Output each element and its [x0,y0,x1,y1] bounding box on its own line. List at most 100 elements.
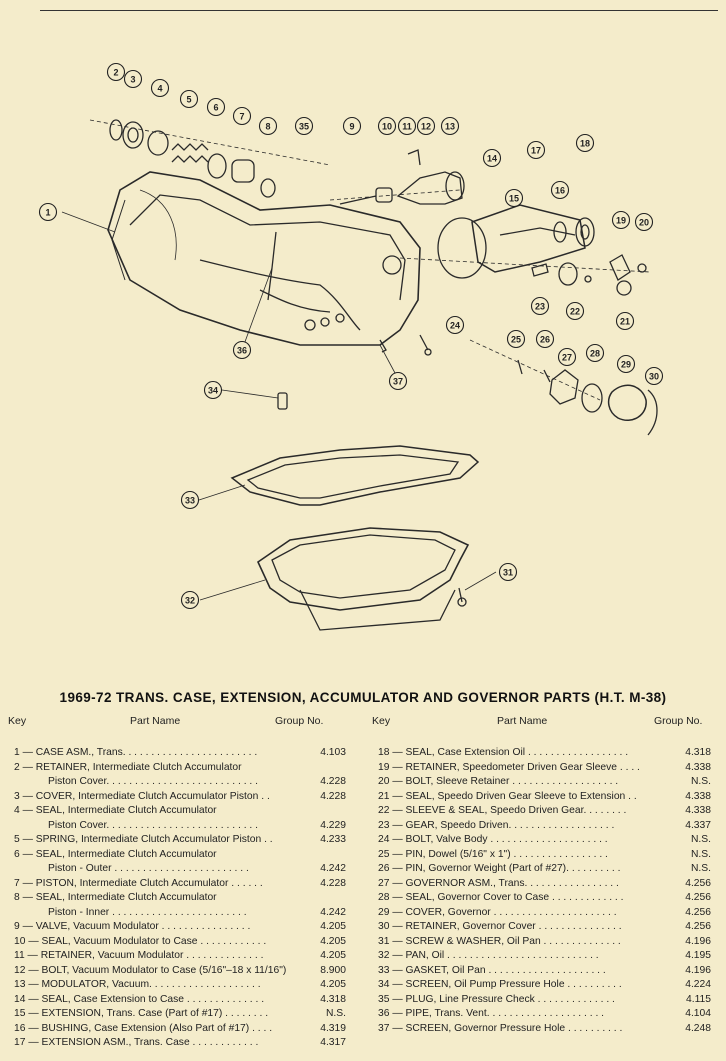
part-name: Piston Cover. . . . . . . . . . . . . . … [48,819,259,831]
part-name: 25 — PIN, Dowel (5/16" x 1") . . . . . .… [378,848,608,860]
table-row: Piston - Outer . . . . . . . . . . . . .… [14,862,346,877]
group-number: 4.256 [685,892,711,903]
svg-text:5: 5 [186,95,191,105]
part-name: 29 — COVER, Governor . . . . . . . . . .… [378,906,617,918]
table-row: 2 — RETAINER, Intermediate Clutch Accumu… [14,761,346,776]
table-row: 7 — PISTON, Intermediate Clutch Accumula… [14,877,346,892]
table-row: 16 — BUSHING, Case Extension (Also Part … [14,1022,346,1037]
svg-text:35: 35 [299,122,309,132]
callout-35: 35 [294,116,314,136]
part-name: 19 — RETAINER, Speedometer Driven Gear S… [378,761,640,773]
part-name: 17 — EXTENSION ASM., Trans. Case . . . .… [14,1037,259,1048]
svg-text:2: 2 [113,68,118,78]
svg-text:13: 13 [445,122,455,132]
callout-19: 19 [611,210,631,230]
group-number: N.S. [325,1008,346,1019]
group-number: 4.233 [320,834,346,845]
part-name: 21 — SEAL, Speedo Driven Gear Sleeve to … [378,790,637,802]
part-name: 2 — RETAINER, Intermediate Clutch Accumu… [14,761,242,773]
part-name: 24 — BOLT, Valve Body . . . . . . . . . … [378,834,608,845]
callout-36: 36 [232,340,252,360]
table-row: 1 — CASE ASM., Trans. . . . . . . . . . … [14,746,346,761]
part-name: 27 — GOVERNOR ASM., Trans. . . . . . . .… [378,877,619,889]
part-name: 31 — SCREW & WASHER, Oil Pan . . . . . .… [378,935,621,947]
table-row: 32 — PAN, Oil . . . . . . . . . . . . . … [378,949,711,964]
table-row: 12 — BOLT, Vacuum Modulator to Case (5/1… [14,964,346,979]
svg-text:23: 23 [535,302,545,312]
part-name: 3 — COVER, Intermediate Clutch Accumulat… [14,790,270,802]
group-number: 4.205 [320,935,346,947]
callout-24: 24 [445,315,465,335]
callout-8: 8 [258,116,278,136]
svg-text:8: 8 [265,122,270,132]
group-number: 4.319 [320,1022,346,1034]
callout-9: 9 [342,116,362,136]
callout-37: 37 [388,371,408,391]
callout-26: 26 [535,329,555,349]
table-row: 24 — BOLT, Valve Body . . . . . . . . . … [378,833,711,848]
callout-6: 6 [206,97,226,117]
svg-text:25: 25 [511,335,521,345]
group-number: 4.256 [685,921,711,932]
callout-16: 16 [550,180,570,200]
part-name: 9 — VALVE, Vacuum Modulator . . . . . . … [14,921,251,932]
svg-text:18: 18 [580,139,590,149]
table-row: 28 — SEAL, Governor Cover to Case . . . … [378,891,711,906]
callout-28: 28 [585,343,605,363]
group-number: 4.318 [685,747,711,758]
part-name: 6 — SEAL, Intermediate Clutch Accumulato… [14,848,217,860]
header-group-no-right: Group No. [654,715,703,727]
svg-text:1: 1 [45,208,50,218]
part-name: 5 — SPRING, Intermediate Clutch Accumula… [14,834,273,845]
svg-text:3: 3 [130,75,135,85]
svg-text:37: 37 [393,377,403,387]
part-name: 33 — GASKET, Oil Pan . . . . . . . . . .… [378,964,606,976]
callout-10: 10 [377,116,397,136]
table-row: Piston Cover. . . . . . . . . . . . . . … [14,775,346,790]
svg-text:4: 4 [157,84,162,94]
table-row: 8 — SEAL, Intermediate Clutch Accumulato… [14,891,346,906]
group-number: 4.338 [685,761,711,773]
part-name: Piston - Outer . . . . . . . . . . . . .… [48,863,249,874]
group-number: 4.115 [685,993,711,1005]
svg-text:17: 17 [531,146,541,156]
callout-33: 33 [180,490,200,510]
svg-text:30: 30 [649,372,659,382]
table-row: 36 — PIPE, Trans. Vent. . . . . . . . . … [378,1007,711,1022]
table-row: 25 — PIN, Dowel (5/16" x 1") . . . . . .… [378,848,711,863]
callout-22: 22 [565,301,585,321]
svg-text:11: 11 [402,122,412,132]
part-name: Piston Cover. . . . . . . . . . . . . . … [48,776,259,787]
svg-text:24: 24 [450,321,460,331]
svg-text:33: 33 [185,496,195,506]
group-number: 4.205 [320,950,346,961]
callout-12: 12 [416,116,436,136]
table-row: 22 — SLEEVE & SEAL, Speedo Driven Gear. … [378,804,711,819]
group-number: 8.900 [320,964,346,976]
part-name: 12 — BOLT, Vacuum Modulator to Case (5/1… [14,964,287,976]
table-row: 27 — GOVERNOR ASM., Trans. . . . . . . .… [378,877,711,892]
group-number: 4.205 [320,921,346,932]
header-group-no-left: Group No. [275,715,324,727]
table-row: 23 — GEAR, Speedo Driven. . . . . . . . … [378,819,711,834]
group-number: 4.104 [685,1008,711,1019]
svg-text:28: 28 [590,349,600,359]
top-rule [40,10,718,11]
table-row: 21 — SEAL, Speedo Driven Gear Sleeve to … [378,790,711,805]
group-number: 4.338 [685,805,711,816]
part-name: 14 — SEAL, Case Extension to Case . . . … [14,993,265,1005]
callout-14: 14 [482,148,502,168]
svg-text:12: 12 [421,122,431,132]
table-row: 13 — MODULATOR, Vacuum. . . . . . . . . … [14,978,346,993]
callout-17: 17 [526,140,546,160]
table-row: 4 — SEAL, Intermediate Clutch Accumulato… [14,804,346,819]
part-name: 15 — EXTENSION, Trans. Case (Part of #17… [14,1008,269,1019]
group-number: 4.242 [320,863,346,874]
svg-text:9: 9 [349,122,354,132]
part-name: 30 — RETAINER, Governor Cover . . . . . … [378,921,622,932]
table-row: 5 — SPRING, Intermediate Clutch Accumula… [14,833,346,848]
part-name: 13 — MODULATOR, Vacuum. . . . . . . . . … [14,979,261,990]
part-name: Piston - Inner . . . . . . . . . . . . .… [48,906,247,918]
callout-27: 27 [557,347,577,367]
part-name: 7 — PISTON, Intermediate Clutch Accumula… [14,877,263,889]
